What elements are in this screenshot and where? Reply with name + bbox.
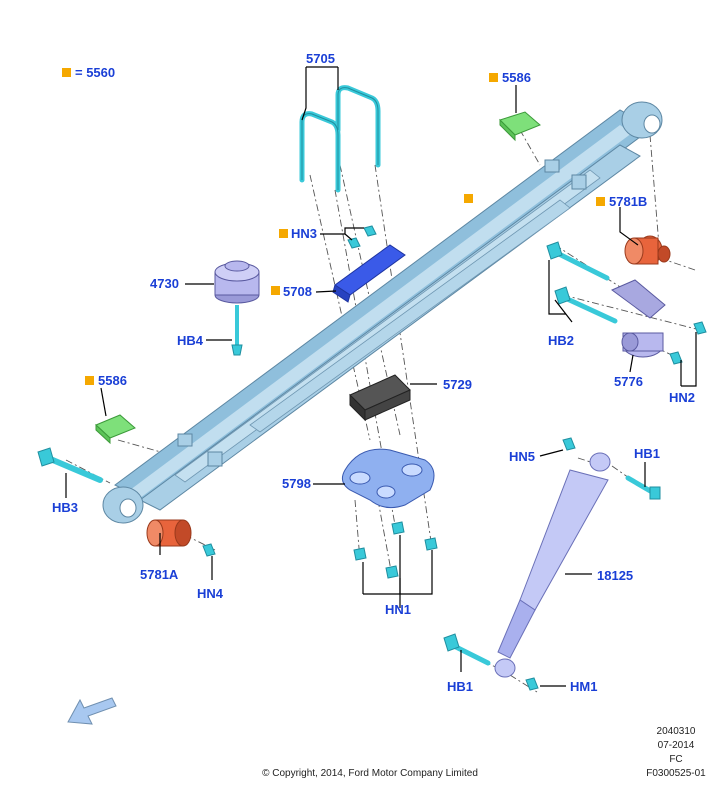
marker-5586-top-icon — [489, 73, 498, 82]
leaf-spring-pack — [114, 109, 653, 511]
bushing-5781A — [146, 519, 192, 547]
nuts — [202, 225, 707, 691]
callout-5586-left: 5586 — [98, 373, 127, 388]
callout-HN4: HN4 — [197, 586, 224, 601]
callout-HM1: HM1 — [570, 679, 597, 694]
spring-clips — [177, 159, 587, 467]
shackle-5776 — [611, 279, 666, 358]
callout-5798: 5798 — [282, 476, 311, 491]
pad-5586-top — [499, 111, 541, 142]
bolt-HB1-bottom — [443, 633, 491, 666]
bolt-HB2-lower — [554, 286, 618, 324]
callout-5586-top: 5586 — [502, 70, 531, 85]
bolt-HB1-top — [625, 475, 661, 500]
footer: 2040310 07-2014 FC F0300525-01 © Copyrig… — [262, 726, 706, 779]
orange-markers — [62, 68, 605, 385]
bolt-HB3 — [37, 447, 103, 483]
marker-5586-left-icon — [85, 376, 94, 385]
callout-5705: 5705 — [306, 51, 335, 66]
callout-HB1-top: HB1 — [634, 446, 660, 461]
callout-HN2: HN2 — [669, 390, 695, 405]
spring-rear-eye — [621, 101, 663, 139]
callout-HN1: HN1 — [385, 602, 411, 617]
footer-copyright: © Copyright, 2014, Ford Motor Company Li… — [262, 768, 478, 779]
marker-spring-icon — [464, 194, 473, 203]
callout-HB1-bottom: HB1 — [447, 679, 473, 694]
bolt-HB2-upper — [546, 241, 610, 281]
leader-lines — [65, 66, 697, 687]
u-bolt-5705 — [299, 85, 381, 193]
footer-date: 07-2014 — [658, 740, 695, 751]
callout-4730: 4730 — [150, 276, 179, 291]
shock-absorber-18125 — [494, 452, 611, 678]
footer-ref: F0300525-01 — [646, 768, 706, 779]
callout-HB4: HB4 — [177, 333, 204, 348]
plate-5798 — [341, 448, 435, 509]
callout-HN3: HN3 — [291, 226, 317, 241]
footer-region: FC — [669, 754, 682, 765]
callout-5781A: 5781A — [140, 567, 179, 582]
callout-5781B: 5781B — [609, 194, 647, 209]
callout-HN5: HN5 — [509, 449, 535, 464]
bump-stop-4730 — [214, 260, 260, 356]
bushing-5781B — [624, 235, 671, 265]
callout-5708: 5708 — [283, 284, 312, 299]
marker-5781B-icon — [596, 197, 605, 206]
marker-5708-icon — [271, 286, 280, 295]
callout-HB2: HB2 — [548, 333, 574, 348]
pad-5586-left — [95, 414, 136, 445]
bracket-5708 — [332, 244, 406, 303]
callout-HB3: HB3 — [52, 500, 78, 515]
legend-text: = 5560 — [75, 65, 115, 80]
legend-marker-icon — [62, 68, 71, 77]
marker-HN3-icon — [279, 229, 288, 238]
callouts: = 5560 5705 5586 5586 5781B HN3 4730 570… — [52, 51, 695, 694]
direction-arrow-icon — [67, 697, 117, 725]
callout-5729: 5729 — [443, 377, 472, 392]
callout-5776: 5776 — [614, 374, 643, 389]
footer-code: 2040310 — [657, 726, 696, 737]
spacer-block-5729 — [349, 374, 411, 422]
callout-18125: 18125 — [597, 568, 633, 583]
spring-front-eye — [102, 486, 144, 524]
